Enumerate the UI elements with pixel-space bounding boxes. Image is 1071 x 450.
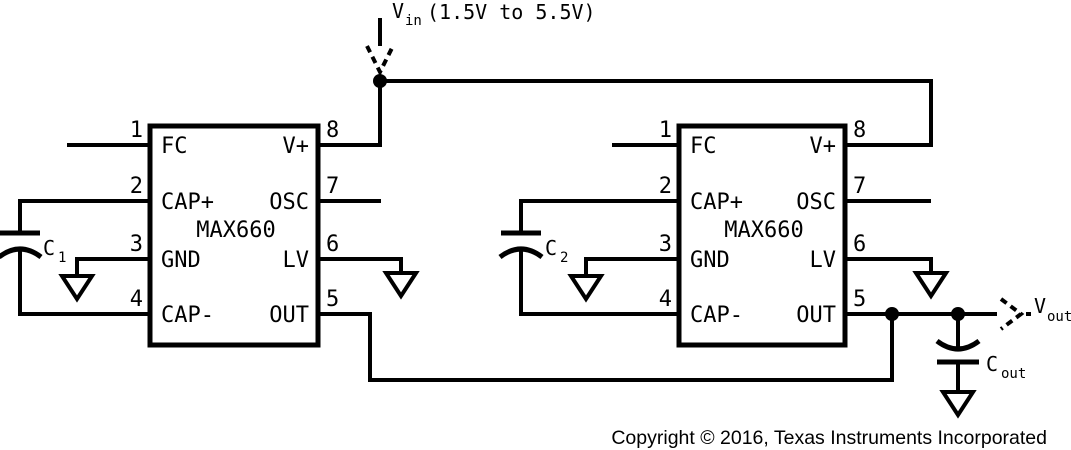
vout-terminal	[999, 297, 1031, 331]
ic-left-pin6-label: LV	[283, 248, 310, 273]
ic-left-pin5-label: OUT	[269, 303, 309, 328]
ic-left-pin1-number: 1	[130, 118, 143, 143]
vout-label-sub: out	[1047, 309, 1071, 325]
ic-left-pin4-label: CAP-	[161, 303, 214, 328]
vin-terminal	[365, 45, 395, 88]
ground-icon-cout	[939, 390, 977, 419]
ic-left-pin7-number: 7	[326, 174, 339, 199]
c2-plate-curved	[498, 246, 544, 260]
ic-left: MAX660 1 2 3 4 8 7 6 5 FC CAP+ GND CAP- …	[130, 118, 339, 348]
capacitor-c2: C 2	[498, 230, 568, 266]
wires	[18, 18, 997, 392]
ic-right-pin5-label: OUT	[796, 303, 836, 328]
ground-icon-right-lv	[912, 271, 950, 300]
vin-label-sub: in	[405, 13, 422, 29]
ic-left-pin3-label: GND	[161, 248, 201, 273]
c1-label-sub: 1	[58, 250, 66, 266]
ic-right-name: MAX660	[724, 218, 803, 243]
c2-label: C	[545, 236, 557, 260]
wire-left-lv-gnd	[318, 257, 403, 273]
ic-right-pin2-label: CAP+	[690, 190, 743, 215]
ic-right-pin1-number: 1	[659, 118, 672, 143]
cout-label: C	[986, 352, 998, 376]
ground-icon-right-gnd	[567, 274, 605, 303]
c1-label: C	[43, 236, 55, 260]
vin-label-name: V	[392, 0, 404, 23]
vin-range-label: (1.5V to 5.5V)	[427, 0, 596, 24]
vout-label: V out	[1034, 294, 1071, 325]
ic-left-pin6-number: 6	[326, 232, 339, 257]
ic-right-pin5-number: 5	[853, 287, 866, 312]
wire-right-cap-bottom	[519, 250, 679, 316]
capacitor-c1: C 1	[0, 230, 66, 266]
junction-dot-out-2	[951, 307, 965, 321]
wire-left-gnd	[75, 257, 150, 276]
ic-right-pin4-number: 4	[659, 287, 672, 312]
ground-icon-left-lv	[382, 271, 420, 300]
ic-right-pin6-number: 6	[853, 232, 866, 257]
junction-dot-vin	[373, 74, 387, 88]
ic-left-pin2-number: 2	[130, 174, 143, 199]
ic-left-pin2-label: CAP+	[161, 190, 214, 215]
wire-right-cap-top	[519, 199, 679, 233]
ic-right-pin3-number: 3	[659, 232, 672, 257]
wire-right-lv-gnd	[845, 257, 933, 273]
vout-label-name: V	[1034, 294, 1046, 318]
ic-right-pin1-label: FC	[690, 134, 717, 159]
ic-left-pin5-number: 5	[326, 287, 339, 312]
output-arrow-icon	[999, 297, 1025, 331]
copyright-text: Copyright © 2016, Texas Instruments Inco…	[611, 427, 1047, 449]
ic-right-pin7-number: 7	[853, 174, 866, 199]
ic-right-pin6-label: LV	[810, 248, 837, 273]
wire-left-cap-top	[18, 199, 150, 233]
ic-left-body	[147, 123, 321, 348]
ic-right-pin3-label: GND	[690, 248, 730, 273]
wire-left-cap-bottom	[18, 250, 150, 316]
ic-left-pin8-label: V+	[283, 134, 310, 159]
c1-plate-curved	[0, 246, 43, 260]
wire-left-out	[318, 312, 894, 382]
ic-right-body	[676, 123, 848, 348]
cout-plate-curved	[935, 338, 981, 352]
ground-icon-left-gnd	[58, 274, 96, 303]
ic-right-pin8-label: V+	[810, 134, 837, 159]
input-arrow-icon	[365, 45, 395, 77]
vin-label: V in (1.5V to 5.5V)	[392, 0, 596, 29]
ic-left-pin4-number: 4	[130, 287, 143, 312]
wire-right-gnd	[584, 257, 679, 276]
ic-left-pin1-label: FC	[161, 134, 188, 159]
capacitor-cout: C out	[935, 338, 1026, 382]
ic-left-name: MAX660	[196, 218, 275, 243]
wire-vplus-rail	[318, 79, 933, 147]
ic-right-pin7-label: OSC	[796, 190, 836, 215]
ic-right: MAX660 1 2 3 4 8 7 6 5 FC CAP+ GND CAP- …	[659, 118, 866, 348]
ic-left-pin7-label: OSC	[269, 190, 309, 215]
ic-right-pin4-label: CAP-	[690, 303, 743, 328]
ic-right-pin2-number: 2	[659, 174, 672, 199]
junction-dot-out-1	[885, 307, 899, 321]
cout-label-sub: out	[1001, 366, 1026, 382]
ic-right-pin8-number: 8	[853, 118, 866, 143]
ic-left-pin3-number: 3	[130, 232, 143, 257]
ic-left-pin8-number: 8	[326, 118, 339, 143]
c2-label-sub: 2	[560, 250, 568, 266]
